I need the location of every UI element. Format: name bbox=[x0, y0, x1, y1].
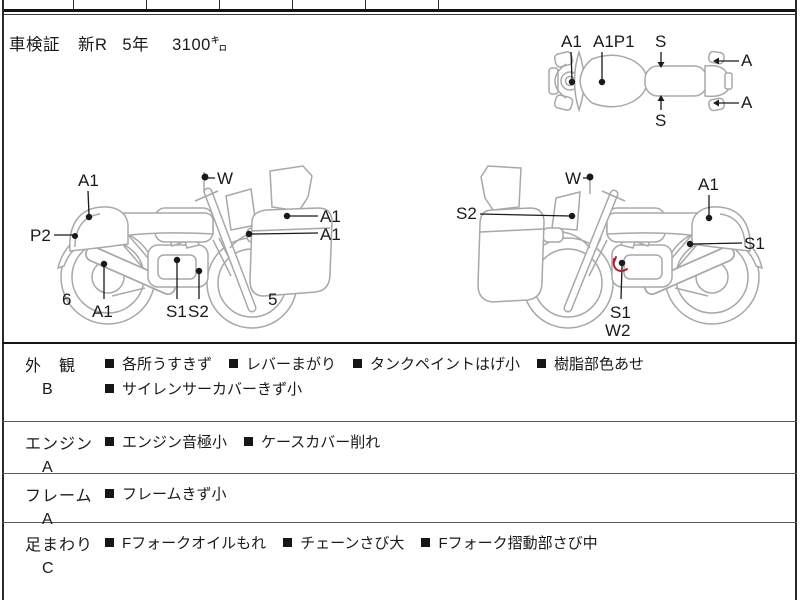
condition-item: フレームきず小 bbox=[105, 483, 227, 504]
condition-category-label: エンジン bbox=[25, 436, 94, 453]
registration-year: 5年 bbox=[122, 36, 150, 54]
condition-item-text: タンクペイントはげ小 bbox=[370, 356, 521, 373]
condition-category-label: フレーム bbox=[25, 488, 93, 505]
table-divider bbox=[365, 0, 367, 9]
condition-row: 足まわり C Fフォークオイルもれ チェーンさび大 Fフォーク摺動部さび中 bbox=[2, 523, 797, 600]
right-view-code-S1: S1 bbox=[744, 234, 765, 253]
condition-table: 外 観 B 各所うすきず レバーまがり タンクペイントはげ小 樹脂部色あせサイレンサーカバ… bbox=[2, 342, 797, 600]
top-view-code-S: S bbox=[655, 111, 667, 130]
left-view-code-P2: P2 bbox=[30, 226, 51, 245]
right-view-code-W: W bbox=[565, 169, 582, 188]
condition-item: レバーまがり bbox=[229, 353, 336, 374]
left-view-code-6: 6 bbox=[62, 290, 72, 309]
condition-item: Fフォーク摺動部さび中 bbox=[421, 532, 598, 553]
bullet-square-icon bbox=[244, 437, 254, 446]
left-view-code-A1: A1 bbox=[320, 207, 341, 226]
annotation-connectors bbox=[54, 51, 743, 300]
left-view-code-S1: S1 bbox=[166, 302, 187, 321]
condition-item-text: レバーまがり bbox=[246, 356, 337, 373]
condition-items: 各所うすきず レバーまがり タンクペイントはげ小 樹脂部色あせサイレンサーカバーきず小 bbox=[105, 344, 797, 399]
condition-category-cell: 足まわり C bbox=[2, 523, 105, 578]
left-view-code-S2: S2 bbox=[188, 302, 209, 321]
table-divider bbox=[292, 0, 294, 9]
bullet-square-icon bbox=[283, 538, 293, 547]
top-view-code-A1P1: A1P1 bbox=[593, 32, 635, 51]
top-view-code-A: A bbox=[741, 93, 753, 112]
condition-row: フレーム A フレームきず小 bbox=[2, 474, 797, 528]
condition-grade: A bbox=[42, 511, 53, 528]
condition-category-label: 足まわり bbox=[25, 537, 94, 554]
bullet-square-icon bbox=[537, 359, 547, 368]
shaken-label: 車検証 bbox=[9, 36, 60, 54]
registration-header: 車検証新R 5年 3100㌔ bbox=[9, 31, 228, 55]
top-view-bike bbox=[548, 49, 733, 113]
bullet-square-icon bbox=[421, 538, 431, 547]
table-bottom-border bbox=[2, 9, 797, 12]
condition-item: Fフォークオイルもれ bbox=[105, 532, 266, 553]
sheet-right-border bbox=[795, 0, 797, 600]
left-view-code-5: 5 bbox=[268, 290, 278, 309]
red-repair-mark bbox=[612, 256, 628, 272]
condition-items: フレームきず小 bbox=[105, 474, 227, 504]
top-view-code-A1: A1 bbox=[561, 32, 582, 51]
condition-item: 樹脂部色あせ bbox=[537, 353, 644, 374]
condition-category-cell: 外 観 B bbox=[2, 344, 105, 399]
bullet-square-icon bbox=[105, 359, 114, 368]
condition-item: ケースカバー削れ bbox=[244, 431, 380, 452]
condition-item-text: サイレンサーカバーきず小 bbox=[122, 381, 303, 398]
left-view-code-A1: A1 bbox=[78, 171, 99, 190]
bullet-square-icon bbox=[105, 437, 114, 446]
condition-category-label: 外 観 bbox=[25, 358, 77, 375]
bullet-square-icon bbox=[353, 359, 363, 368]
table-divider bbox=[219, 0, 221, 9]
right-view-code-W2: W2 bbox=[605, 321, 631, 340]
left-view-code-A1: A1 bbox=[92, 302, 113, 321]
bullet-square-icon bbox=[105, 489, 114, 498]
condition-items: エンジン音極小 ケースカバー削れ bbox=[105, 422, 380, 452]
right-view-code-S1: S1 bbox=[610, 303, 631, 322]
condition-items: Fフォークオイルもれ チェーンさび大 Fフォーク摺動部さび中 bbox=[105, 523, 598, 553]
condition-item-text: 各所うすきず bbox=[122, 356, 213, 373]
condition-item: タンクペイントはげ小 bbox=[353, 353, 520, 374]
bullet-square-icon bbox=[105, 384, 114, 393]
condition-grade: A bbox=[42, 459, 53, 476]
condition-item-text: ケースカバー削れ bbox=[261, 434, 381, 451]
condition-item-text: フレームきず小 bbox=[122, 486, 227, 503]
condition-item-text: Fフォーク摺動部さび中 bbox=[438, 535, 598, 552]
top-view-code-A: A bbox=[741, 51, 753, 70]
condition-item: 各所うすきず bbox=[105, 353, 212, 374]
right-view-code-A1: A1 bbox=[698, 175, 719, 194]
condition-item: チェーンさび大 bbox=[283, 532, 404, 553]
condition-category-cell: フレーム A bbox=[2, 474, 105, 529]
condition-row: 外 観 B 各所うすきず レバーまがり タンクペイントはげ小 樹脂部色あせサイレンサーカバ… bbox=[2, 344, 797, 422]
damage-diagram bbox=[54, 49, 764, 329]
left-view-code-W: W bbox=[217, 169, 234, 188]
registration-era: 新R bbox=[78, 36, 108, 54]
condition-item: サイレンサーカバーきず小 bbox=[105, 378, 302, 399]
table-divider bbox=[146, 0, 148, 9]
condition-item: エンジン音極小 bbox=[105, 431, 227, 452]
condition-grade: B bbox=[42, 381, 53, 398]
sheet-left-border bbox=[2, 0, 4, 600]
condition-item-text: 樹脂部色あせ bbox=[554, 356, 645, 373]
top-table-fragment bbox=[2, 0, 797, 12]
condition-category-cell: エンジン A bbox=[2, 422, 105, 477]
top-view-code-S: S bbox=[655, 32, 667, 51]
condition-row: エンジン A エンジン音極小 ケースカバー削れ bbox=[2, 422, 797, 477]
bullet-square-icon bbox=[105, 538, 114, 547]
left-view-code-A1: A1 bbox=[320, 225, 341, 244]
sheet-top-border bbox=[2, 14, 797, 16]
condition-item-text: チェーンさび大 bbox=[300, 535, 405, 552]
condition-item-text: Fフォークオイルもれ bbox=[122, 535, 267, 552]
table-divider bbox=[438, 0, 440, 9]
right-view-code-S2: S2 bbox=[456, 204, 477, 223]
condition-item-text: エンジン音極小 bbox=[122, 434, 228, 451]
mileage-value: 3100㌔ bbox=[172, 36, 228, 54]
right-view-bike bbox=[477, 165, 764, 329]
bullet-square-icon bbox=[229, 359, 239, 368]
condition-grade: C bbox=[42, 560, 54, 577]
table-divider bbox=[73, 0, 75, 9]
